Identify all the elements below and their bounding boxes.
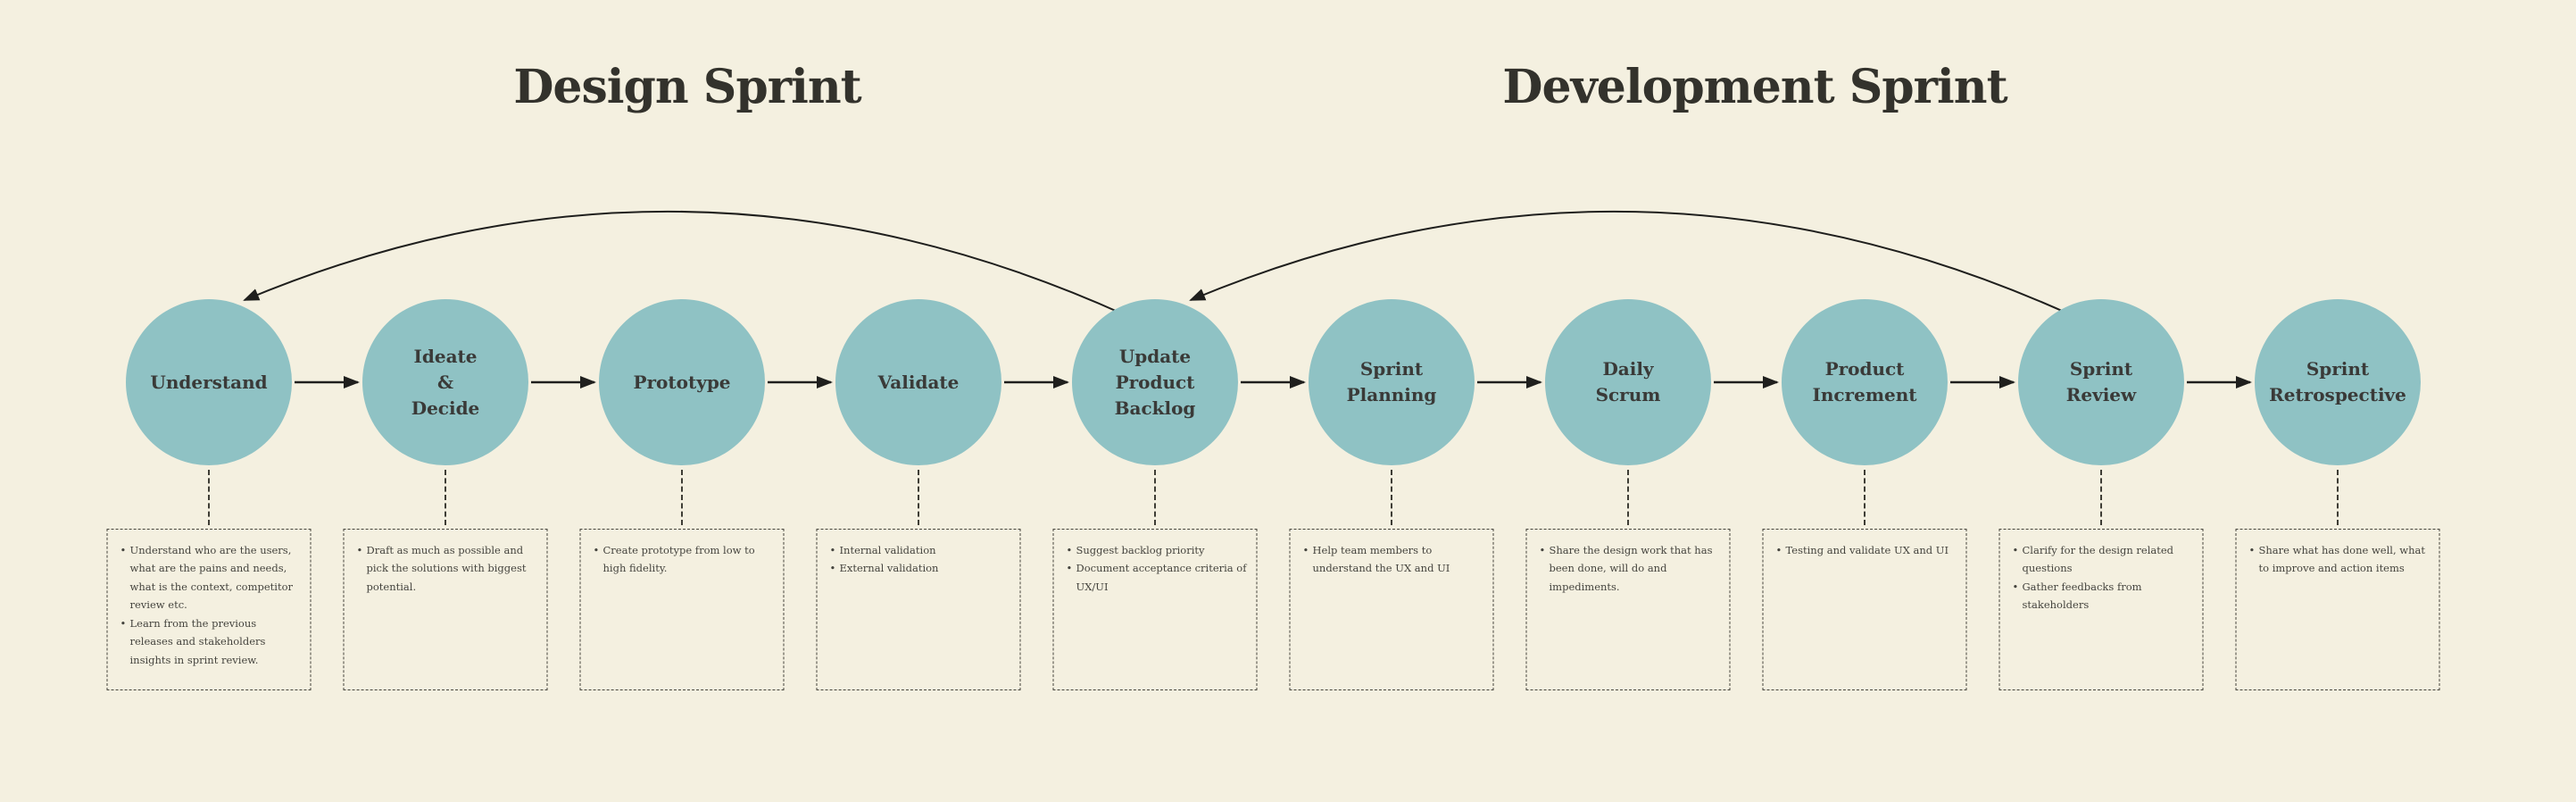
stage-dotted-connector: [1391, 470, 1392, 525]
stage-circle-understand: Understand: [126, 299, 292, 465]
stage-circle-validate: Validate: [835, 299, 1001, 465]
stage-label: Sprint Planning: [1346, 358, 1437, 405]
stage-note-box: Share what has done well, what to improv…: [2235, 529, 2440, 690]
stage-note-box: Help team members to understand the UX a…: [1289, 529, 1494, 690]
stage-dotted-connector: [1154, 470, 1156, 525]
note-item: Share what has done well, what to improv…: [2248, 541, 2431, 578]
stage-notes-sprint-retrospective: Share what has done well, what to improv…: [2248, 541, 2431, 578]
note-item: Testing and validate UX and UI: [1775, 541, 1957, 560]
stage-circle-sprint-planning: Sprint Planning: [1309, 299, 1475, 465]
stage-label: Prototype: [633, 371, 731, 393]
stage-dotted-connector: [918, 470, 919, 525]
stage-circle-daily-scrum: Daily Scrum: [1545, 299, 1711, 465]
stage-label: Sprint Retrospective: [2269, 358, 2406, 405]
note-item: Help team members to understand the UX a…: [1302, 541, 1484, 578]
stage-notes-validate: Internal validationExternal validation: [829, 541, 1011, 578]
note-item: External validation: [829, 559, 1011, 578]
stage-note-box: Internal validationExternal validation: [816, 529, 1021, 690]
note-item: Gather feedbacks from stakeholders: [2012, 578, 2194, 614]
stage-label: Daily Scrum: [1595, 358, 1661, 405]
note-item: Suggest backlog priority: [1066, 541, 1248, 560]
stage-note-box: Testing and validate UX and UI: [1762, 529, 1967, 690]
stage-notes-sprint-review: Clarify for the design related questions…: [2012, 541, 2194, 614]
stage-note-box: Clarify for the design related questions…: [1998, 529, 2204, 690]
stage-circle-update-product-backlog: Update Product Backlog: [1072, 299, 1238, 465]
note-item: Create prototype from low to high fideli…: [593, 541, 775, 578]
stage-notes-understand: Understand who are the users, what are t…: [120, 541, 302, 669]
stage-label: Validate: [877, 371, 960, 393]
design-sprint-title: Design Sprint: [513, 60, 861, 114]
stage-note-box: Draft as much as possible and pick the s…: [343, 529, 548, 690]
stage-circle-ideate-decide: Ideate & Decide: [362, 299, 528, 465]
stage-circle-sprint-review: Sprint Review: [2018, 299, 2184, 465]
stage-dotted-connector: [1627, 470, 1629, 525]
note-item: Internal validation: [829, 541, 1011, 560]
stage-label: Product Increment: [1812, 358, 1917, 405]
note-item: Learn from the previous releases and sta…: [120, 614, 302, 669]
note-item: Draft as much as possible and pick the s…: [356, 541, 538, 596]
stage-label: Understand: [150, 371, 268, 393]
stage-label: Sprint Review: [2065, 358, 2137, 405]
stage-dotted-connector: [2100, 470, 2102, 525]
stage-dotted-connector: [2337, 470, 2339, 525]
stage-notes-sprint-planning: Help team members to understand the UX a…: [1302, 541, 1484, 578]
stage-dotted-connector: [208, 470, 210, 525]
note-item: Share the design work that has been done…: [1539, 541, 1721, 596]
stage-circle-prototype: Prototype: [599, 299, 765, 465]
stage-note-box: Suggest backlog priorityDocument accepta…: [1052, 529, 1258, 690]
stage-note-box: Create prototype from low to high fideli…: [579, 529, 785, 690]
note-item: Clarify for the design related questions: [2012, 541, 2194, 578]
stage-dotted-connector: [1864, 470, 1866, 525]
stage-notes-update-product-backlog: Suggest backlog priorityDocument accepta…: [1066, 541, 1248, 596]
stage-circle-product-increment: Product Increment: [1782, 299, 1948, 465]
stage-notes-ideate-decide: Draft as much as possible and pick the s…: [356, 541, 538, 596]
stage-dotted-connector: [445, 470, 446, 525]
stage-note-box: Share the design work that has been done…: [1525, 529, 1731, 690]
stage-label: Ideate & Decide: [411, 345, 480, 419]
note-item: Document acceptance criteria of UX/UI: [1066, 559, 1248, 596]
development-sprint-title: Development Sprint: [1502, 60, 2007, 114]
stage-note-box: Understand who are the users, what are t…: [106, 529, 312, 690]
stage-notes-product-increment: Testing and validate UX and UI: [1775, 541, 1957, 560]
stage-notes-prototype: Create prototype from low to high fideli…: [593, 541, 775, 578]
stage-circle-sprint-retrospective: Sprint Retrospective: [2255, 299, 2421, 465]
note-item: Understand who are the users, what are t…: [120, 541, 302, 614]
stage-dotted-connector: [681, 470, 683, 525]
stage-notes-daily-scrum: Share the design work that has been done…: [1539, 541, 1721, 596]
stage-label: Update Product Backlog: [1114, 345, 1196, 419]
